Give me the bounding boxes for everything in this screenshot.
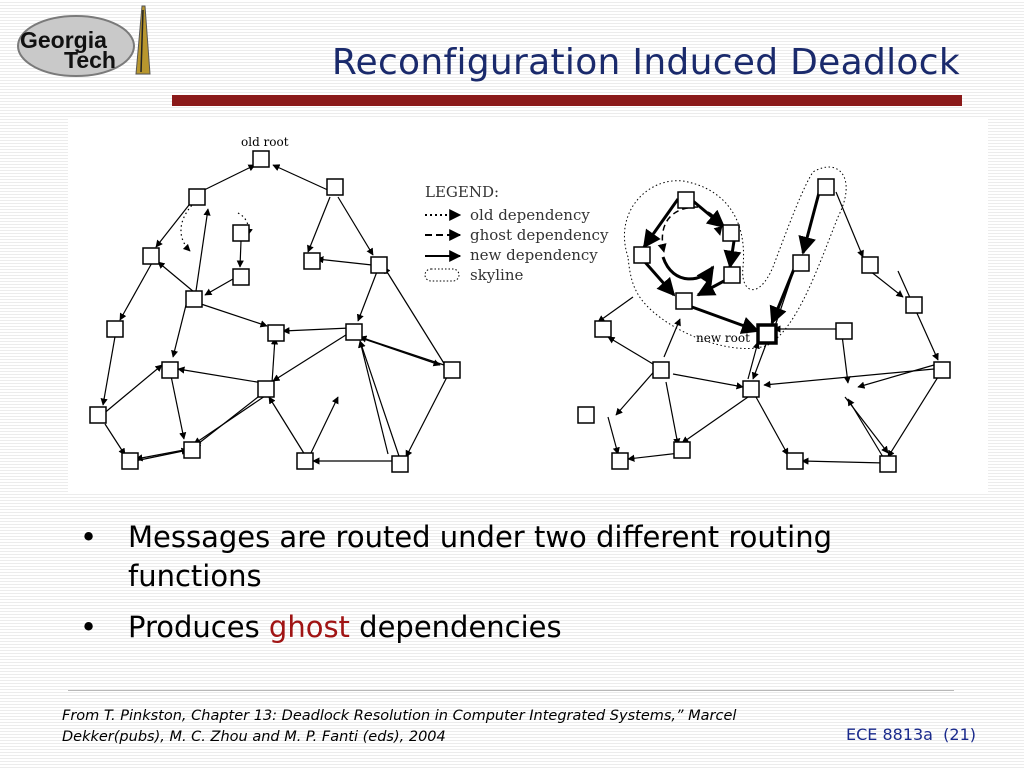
bullet-text-2-suffix: dependencies bbox=[349, 610, 562, 644]
logo-line-2: Tech bbox=[64, 47, 116, 73]
bullet-dot: • bbox=[80, 520, 98, 554]
figure-legend: LEGEND: old dependency ghost dependency … bbox=[424, 183, 609, 284]
bullet-list: • Messages are routed under two differen… bbox=[72, 518, 972, 659]
legend-ghost-dependency: ghost dependency bbox=[470, 226, 609, 244]
citation-line-2: Dekker(pubs), M. C. Zhou and M. P. Fanti… bbox=[62, 729, 446, 745]
footer-rule bbox=[68, 690, 954, 691]
legend-old-dependency: old dependency bbox=[470, 206, 590, 224]
bullet-text-1: Messages are routed under two different … bbox=[128, 520, 833, 593]
citation-line-1: From T. Pinkston, Chapter 13: Deadlock R… bbox=[62, 708, 737, 724]
slide-footer: ECE 8813a (21) bbox=[846, 725, 976, 744]
deadlock-figure: old root LEGEND: old dependency ghost de… bbox=[68, 117, 988, 493]
old-root-label: old root bbox=[241, 135, 289, 149]
citation: From T. Pinkston, Chapter 13: Deadlock R… bbox=[62, 706, 882, 748]
right-network-graph: new root bbox=[577, 166, 951, 473]
bullet-item-1: • Messages are routed under two differen… bbox=[72, 518, 972, 596]
legend-new-dependency: new dependency bbox=[470, 246, 598, 264]
georgia-tech-logo: Georgia Tech bbox=[14, 2, 154, 82]
bullet-text-2-highlight: ghost bbox=[268, 610, 350, 644]
title-rule bbox=[172, 95, 962, 106]
course-code: ECE 8813a bbox=[845, 725, 933, 744]
legend-title: LEGEND: bbox=[425, 183, 499, 201]
slide-title: Reconfiguration Induced Deadlock bbox=[331, 42, 960, 83]
logo-line-1: Georgia bbox=[20, 27, 107, 53]
bullet-item-2: • Produces ghost dependencies bbox=[72, 608, 972, 647]
new-root-label: new root bbox=[696, 331, 750, 345]
left-network-graph: old root bbox=[89, 135, 461, 473]
bullet-text-2-prefix: Produces bbox=[128, 610, 269, 644]
legend-skyline: skyline bbox=[470, 266, 524, 284]
slide-number: (21) bbox=[943, 725, 976, 744]
bullet-dot: • bbox=[80, 610, 98, 644]
